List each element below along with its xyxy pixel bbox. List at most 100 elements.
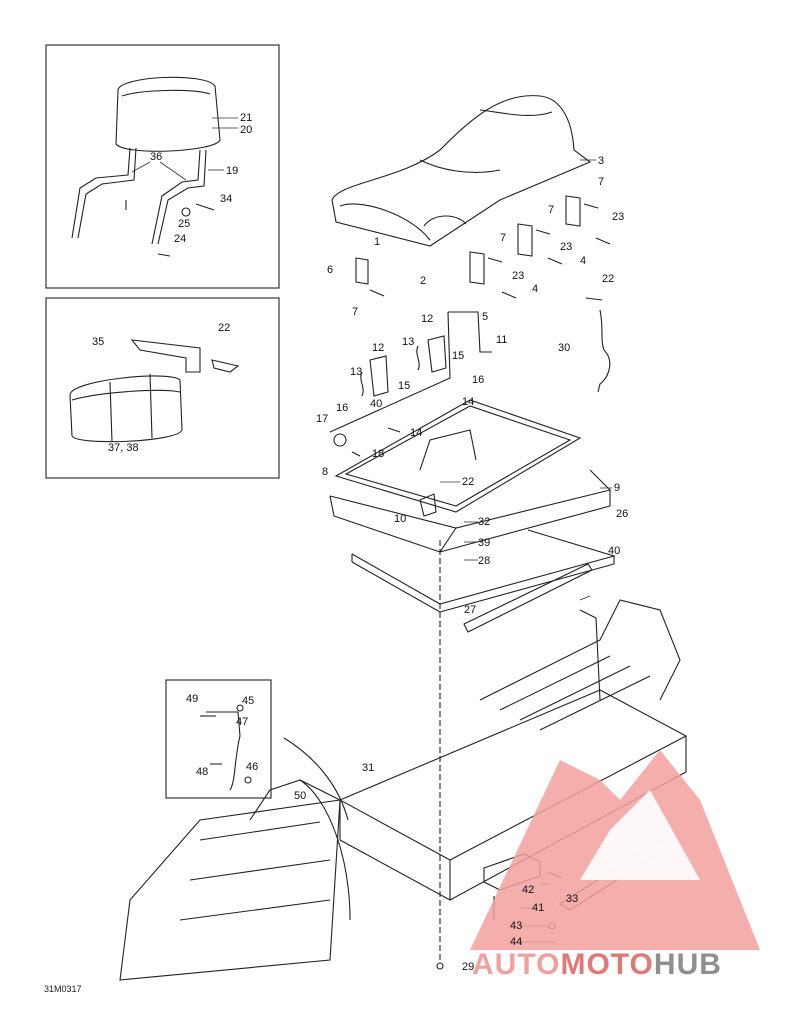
callout-32: 32: [478, 516, 491, 528]
callout-22a: 22: [602, 273, 615, 285]
callout-43: 43: [510, 920, 523, 932]
callout-22-inset: 22: [218, 322, 231, 334]
latch-12b: [369, 355, 389, 397]
watermark-text: AUTOMOTOHUB: [472, 948, 722, 982]
rail-27: [463, 563, 593, 633]
callout-6: 6: [327, 264, 334, 276]
bracket-4b: [565, 195, 581, 227]
leader-line: [283, 737, 349, 821]
callout-7d: 7: [352, 306, 359, 318]
callout-44: 44: [510, 936, 523, 948]
callout-18: 18: [372, 448, 385, 460]
callout-13b: 13: [350, 366, 363, 378]
callout-7c: 7: [500, 232, 507, 244]
callout-13a: 13: [402, 336, 415, 348]
bumper-50: [249, 779, 341, 821]
callout-41: 41: [532, 902, 545, 914]
rear-rack: [479, 599, 681, 701]
callout-42: 42: [522, 884, 535, 896]
backrest-frame-left: [71, 147, 131, 239]
callout-23c: 23: [512, 270, 525, 282]
cable-30: [597, 309, 611, 393]
callout-34: 34: [220, 193, 233, 205]
callout-26: 26: [616, 508, 629, 520]
backrest-inset-box: [45, 44, 280, 289]
callout-25: 25: [178, 218, 191, 230]
bracket-6: [355, 257, 369, 285]
callout-35: 35: [92, 336, 105, 348]
watermark-logo: [470, 750, 760, 950]
latch-12a: [427, 335, 447, 373]
spring-13b: [416, 345, 420, 371]
watermark-part-moto: MOTO: [560, 948, 654, 981]
callout-4a: 4: [580, 255, 587, 267]
tray-pad: [351, 529, 616, 605]
spring-13a: [360, 371, 364, 397]
callout-14b: 14: [410, 427, 423, 439]
callout-14a: 14: [462, 396, 475, 408]
box-seal: [334, 399, 582, 513]
storage-tray: [329, 469, 612, 529]
callout-1: 1: [374, 236, 381, 248]
callout-36: 36: [150, 151, 163, 163]
luggage-bag: [69, 375, 183, 443]
callout-23a: 23: [612, 211, 625, 223]
callout-29: 29: [462, 961, 475, 973]
tray-inner: [419, 429, 477, 471]
callout-40: 28: [478, 555, 491, 567]
callout-28b: 40: [608, 545, 621, 557]
backrest-frame-right: [151, 149, 201, 245]
callout-5: 5: [482, 311, 489, 323]
callout-11: 11: [496, 334, 508, 346]
callout-2: 2: [420, 275, 427, 287]
callout-15a: 15: [452, 350, 465, 362]
callout-10: 10: [394, 513, 407, 525]
callout-12a: 12: [421, 313, 434, 325]
callout-7b: 7: [548, 204, 555, 216]
callout-22b: 22: [462, 476, 475, 488]
callout-16a: 16: [472, 374, 485, 386]
callout-17: 17: [316, 413, 329, 425]
callout-24: 24: [174, 233, 187, 245]
luggage-bracket: [130, 339, 201, 373]
callout-3: 3: [598, 155, 605, 167]
callout-19: 19: [226, 165, 239, 177]
callout-28a: 40: [370, 398, 383, 410]
callout-39: 39: [478, 537, 491, 549]
callout-50: 50: [294, 790, 307, 802]
handle-bar: [206, 711, 241, 791]
seat-cushion: [331, 95, 592, 247]
callout-37-38: 37, 38: [108, 442, 139, 454]
front-frame: [119, 799, 341, 981]
watermark-part-auto: AUTO: [472, 948, 561, 981]
latch-rod: [329, 311, 451, 433]
callout-9: 9: [614, 482, 621, 494]
callout-27: 27: [464, 604, 477, 616]
callout-47: 47: [236, 716, 249, 728]
watermark-part-hub: HUB: [653, 948, 722, 981]
backrest-nut: [181, 207, 191, 217]
callout-20: 20: [240, 124, 253, 136]
callout-49: 49: [186, 693, 199, 705]
callout-7a: 7: [598, 176, 605, 188]
luggage-inset-box: [45, 297, 280, 479]
callout-12b: 12: [372, 342, 385, 354]
luggage-bolt: [211, 359, 240, 373]
bracket-5: [469, 251, 485, 285]
callout-48: 48: [196, 766, 209, 778]
callout-45: 45: [242, 695, 255, 707]
handle-inset-box: [165, 679, 272, 799]
washer-17: [333, 433, 347, 447]
callout-4b: 4: [532, 283, 539, 295]
callout-15b: 15: [398, 380, 411, 392]
callout-21: 21: [240, 112, 253, 124]
callout-31: 31: [362, 762, 375, 774]
drawing-code: 31M0317: [44, 984, 82, 994]
callout-33: 33: [566, 893, 579, 905]
callout-8: 8: [322, 466, 329, 478]
part-10: [419, 493, 437, 517]
bracket-4a: [517, 223, 533, 257]
backrest-pad: [115, 76, 221, 152]
